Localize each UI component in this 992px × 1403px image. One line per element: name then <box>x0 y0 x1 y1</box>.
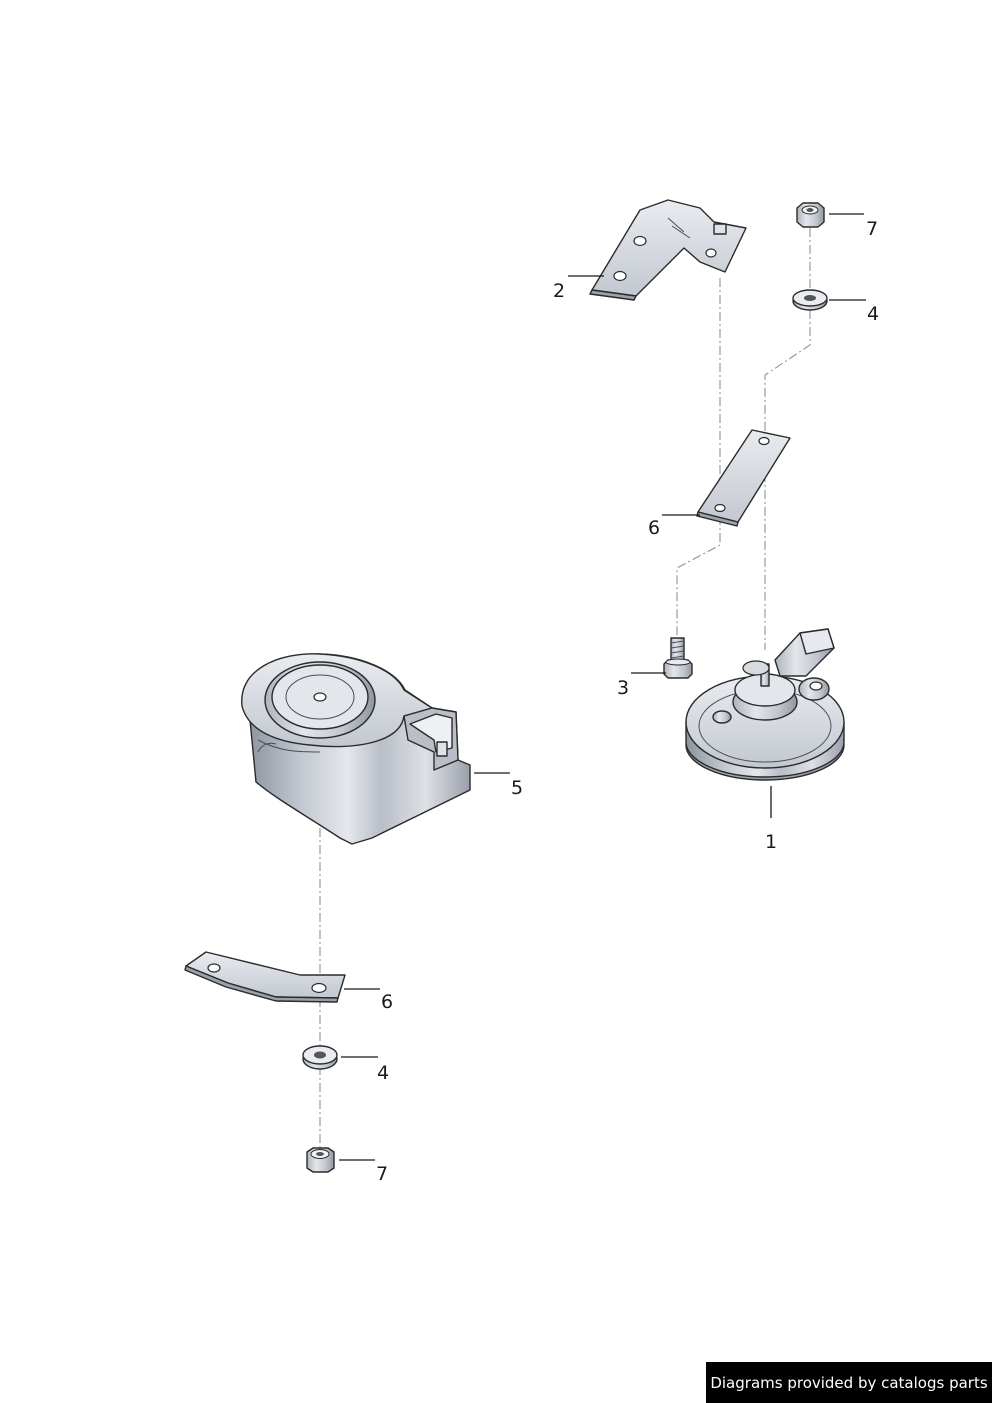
callout-nut-upper: 7 <box>866 218 878 240</box>
callout-nut-lower: 7 <box>376 1163 388 1185</box>
callout-bolt: 3 <box>617 677 629 699</box>
strap-upper-part <box>696 429 791 527</box>
nut-lower-part <box>306 1147 335 1173</box>
callout-horn-low: 5 <box>511 777 523 799</box>
leader-lines <box>339 213 866 1161</box>
nut-upper-part <box>796 202 825 228</box>
callout-labels: 1 2 3 4 4 5 6 6 7 7 <box>376 218 879 1185</box>
bolt-part <box>663 637 693 679</box>
callout-bracket: 2 <box>553 280 565 302</box>
callout-washer-upper: 4 <box>867 303 879 325</box>
strap-lower-part <box>184 951 346 1003</box>
assembly-lines <box>319 228 811 1155</box>
washer-upper-part <box>792 289 828 311</box>
disc-horn-part <box>685 628 845 781</box>
callout-washer-lower: 4 <box>377 1062 389 1084</box>
callout-strap-lower: 6 <box>381 991 393 1013</box>
snail-horn-part <box>241 653 471 845</box>
callout-strap-upper: 6 <box>648 517 660 539</box>
credit-banner: Diagrams provided by catalogs parts <box>706 1362 992 1403</box>
callout-horn-high: 1 <box>765 831 777 853</box>
bracket-part <box>589 199 747 301</box>
washer-lower-part <box>302 1045 338 1070</box>
